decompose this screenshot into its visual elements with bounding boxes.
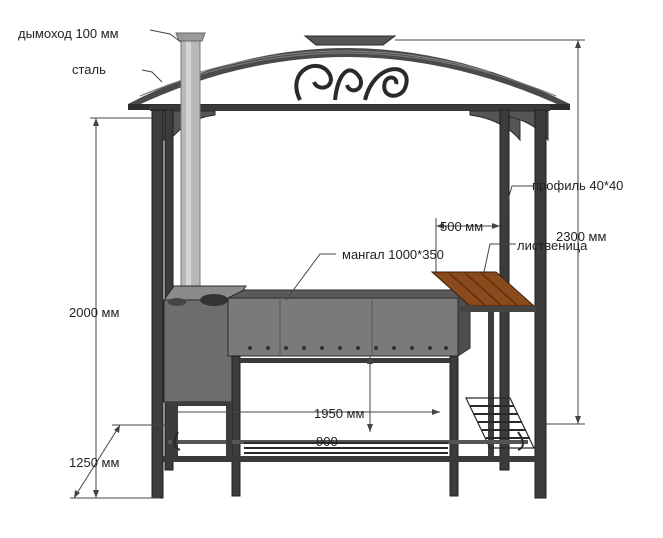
label-height-1250: 1250 мм [69, 455, 119, 470]
roof [128, 35, 570, 111]
bottom-rack-slats [244, 442, 448, 454]
label-width-1950: 1950 мм [314, 406, 364, 421]
roof-arch-top [128, 48, 570, 110]
larch-slats [447, 271, 519, 307]
label-partial-900: 900 [316, 434, 338, 449]
bottom-scroll-left [173, 431, 181, 451]
firebox-burner-hole [200, 294, 228, 306]
side-table [430, 271, 536, 462]
dim-1250-line [73, 424, 121, 499]
bottom-rail [163, 456, 543, 462]
leader-profile [504, 185, 540, 211]
top-beam [150, 105, 550, 111]
post-front-left [151, 109, 164, 499]
firebox-base-rail [172, 402, 232, 406]
label-height-2300: 2300 мм [556, 229, 606, 244]
side-table-leg [488, 312, 494, 462]
firebox [163, 285, 247, 403]
dimension-lines [70, 29, 585, 499]
leader-chimney [149, 29, 182, 43]
label-width-500: 500 мм [440, 219, 483, 234]
firebox-front [163, 299, 237, 403]
grill-top [227, 289, 472, 299]
roof-panel-line [199, 50, 491, 73]
grill-front [227, 297, 459, 357]
label-larch: лиственица [517, 238, 588, 253]
label-profile: профиль 40*40 [532, 178, 623, 193]
leader-steel [141, 69, 163, 83]
label-height-2000: 2000 мм [69, 305, 119, 320]
label-chimney: дымоход 100 мм [18, 26, 119, 41]
side-table-frame [458, 306, 536, 312]
chimney-cap [175, 32, 206, 42]
grill-box [227, 289, 472, 497]
grill-under-beam [240, 358, 450, 363]
lower-frame [163, 402, 543, 462]
annotation-labels: дымоход 100 мм сталь профиль 40*40 500 м… [18, 26, 623, 470]
roof-vent-cap [303, 35, 397, 46]
chimney-highlight [186, 40, 191, 338]
grill-leg-right [449, 355, 459, 497]
label-grill: мангал 1000*350 [342, 247, 444, 262]
roof-scroll-ornament [294, 63, 409, 101]
firebox-small-hole [168, 298, 186, 306]
label-steel: сталь [72, 62, 106, 77]
lower-rack [465, 397, 535, 449]
bottom-scroll-right [517, 431, 524, 451]
firebox-leg-right [226, 402, 232, 462]
dimension-arrows [74, 40, 581, 498]
leader-grill [285, 253, 336, 301]
firebox-leg-left [172, 402, 178, 462]
leader-larch [483, 243, 516, 273]
grill-air-holes [248, 346, 448, 350]
post-front-right [534, 109, 547, 499]
grill-leg-left [231, 355, 241, 497]
corner-brackets [161, 110, 549, 142]
